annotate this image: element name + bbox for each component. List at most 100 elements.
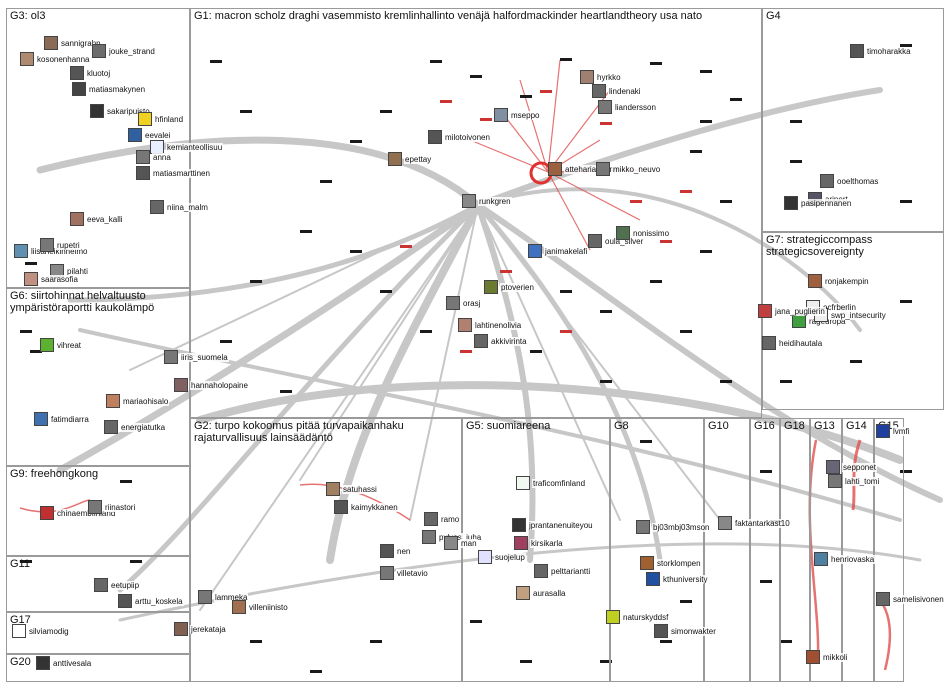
node-arttu-koskela[interactable]: arttu_koskela: [118, 594, 184, 608]
node-jouke-strand[interactable]: jouke_strand: [92, 44, 156, 58]
node-label: lindenaki: [608, 86, 642, 96]
node-storklompen[interactable]: storklompen: [640, 556, 702, 570]
node-label: timoharakka: [866, 46, 912, 56]
node-traficomfinland[interactable]: traficomfinland: [516, 476, 587, 490]
node-ptoverien[interactable]: ptoverien: [484, 280, 535, 294]
avatar: [808, 274, 822, 288]
node-aurasalla[interactable]: aurasalla: [516, 586, 567, 600]
node-jana-puglierin[interactable]: jana_puglierin: [758, 304, 826, 318]
avatar: [762, 336, 776, 350]
node-saarasofia[interactable]: saarasofia: [24, 272, 79, 286]
node-runkgren[interactable]: runkgren: [462, 194, 512, 208]
node-lammeka[interactable]: lammeka: [198, 590, 249, 604]
node-janimakelafi[interactable]: janimakelafi: [528, 244, 589, 258]
node-lvmfi[interactable]: lvmfi: [876, 424, 911, 438]
node-akkivirinta[interactable]: akkivirinta: [474, 334, 528, 348]
node-sakaripuisto[interactable]: sakaripuisto: [90, 104, 151, 118]
node-label: hyrkko: [596, 72, 622, 82]
node-lahtinenolivia[interactable]: lahtinenolivia: [458, 318, 523, 332]
node-simonwakter[interactable]: simonwakter: [654, 624, 717, 638]
node-faktantarkast10[interactable]: faktantarkast10: [718, 516, 791, 530]
node-oula-silver[interactable]: oula_silver: [588, 234, 645, 248]
avatar: [478, 550, 492, 564]
group-g13: G13: [810, 418, 842, 682]
node-label: kaimykkanen: [350, 502, 399, 512]
node-iiris-suomela[interactable]: iiris_suomela: [164, 350, 229, 364]
node-hyrkko[interactable]: hyrkko: [580, 70, 622, 84]
node-pelttariantti[interactable]: pelttariantti: [534, 564, 592, 578]
node-eetupiip[interactable]: eetupiip: [94, 578, 141, 592]
node-vihreat[interactable]: vihreat: [40, 338, 83, 352]
node-liisaheikinheimo[interactable]: liisaheikinheimo: [14, 244, 89, 258]
node-nen[interactable]: nen: [380, 544, 412, 558]
node-sannigrahn[interactable]: sannigrahn: [44, 36, 102, 50]
node-jprantanenuiteyou[interactable]: jprantanenuiteyou: [512, 518, 594, 532]
node-label: kluotoj: [86, 68, 112, 78]
avatar: [636, 520, 650, 534]
node-label: liisaheikinheimo: [30, 246, 89, 256]
node-attehariarjanne[interactable]: attehariarjanne: [548, 162, 620, 176]
node-kirsikarla[interactable]: kirsikarla: [514, 536, 564, 550]
node-label: faktantarkast10: [734, 518, 791, 528]
node-chinaembfinland[interactable]: chinaembfinland: [40, 506, 117, 520]
node-hfinland[interactable]: hfinland: [138, 112, 185, 126]
node-riinastori[interactable]: riinastori: [88, 500, 137, 514]
node-energiatutka[interactable]: energiatutka: [104, 420, 167, 434]
node-fatimdiarra[interactable]: fatimdiarra: [34, 412, 90, 426]
node-nonissimo[interactable]: nonissimo: [616, 226, 671, 240]
node-anna[interactable]: anna: [136, 150, 172, 164]
node-villeniinisto[interactable]: villeniinisto: [232, 600, 289, 614]
node-kosonenhanna[interactable]: kosonenhanna: [20, 52, 91, 66]
node-kluotoj[interactable]: kluotoj: [70, 66, 112, 80]
node-mariaohisalo[interactable]: mariaohisalo: [106, 394, 170, 408]
node-rupetri[interactable]: rupetri: [40, 238, 81, 252]
node-jerekataja[interactable]: jerekataja: [174, 622, 227, 636]
node-kthuniversity[interactable]: kthuniversity: [646, 572, 709, 586]
node-matiasmarttinen[interactable]: matiasmarttinen: [136, 166, 211, 180]
node-hannaholopaine[interactable]: hannaholopaine: [174, 378, 249, 392]
node-epettay[interactable]: epettay: [388, 152, 433, 166]
node-mikko-neuvo[interactable]: mikko_neuvo: [596, 162, 662, 176]
node-label: man: [460, 538, 478, 548]
node-label: matiasmakynen: [88, 84, 147, 94]
node-satuhassi[interactable]: satuhassi: [326, 482, 378, 496]
node-naturskyddsf[interactable]: naturskyddsf: [606, 610, 670, 624]
node-mseppo[interactable]: mseppo: [494, 108, 541, 122]
node-pasipennanen[interactable]: pasipennanen: [784, 196, 853, 210]
node-silviamodig[interactable]: silviamodig: [12, 624, 70, 638]
node-mikkoli[interactable]: mikkoli: [806, 650, 849, 664]
node-niina-malm[interactable]: niina_malm: [150, 200, 209, 214]
node-henriovaska[interactable]: henriovaska: [814, 552, 876, 566]
node-suojelup[interactable]: suojelup: [478, 550, 526, 564]
node-matiasmakynen[interactable]: matiasmakynen: [72, 82, 147, 96]
node-kaimykkanen[interactable]: kaimykkanen: [334, 500, 399, 514]
node-lindenaki[interactable]: lindenaki: [592, 84, 642, 98]
avatar: [462, 194, 476, 208]
node-eevalei[interactable]: eevalei: [128, 128, 172, 142]
node-samelisivonen[interactable]: samelisivonen: [876, 592, 945, 606]
node-pylvas-juha[interactable]: pylvas_juha: [422, 530, 483, 544]
avatar: [70, 66, 84, 80]
node-kemianteollisuu[interactable]: kemianteollisuu: [150, 140, 224, 154]
node-heidihautala[interactable]: heidihautala: [762, 336, 824, 350]
node-milotoivonen[interactable]: milotoivonen: [428, 130, 491, 144]
node-timoharakka[interactable]: timoharakka: [850, 44, 912, 58]
node-label: mikko_neuvo: [612, 164, 662, 174]
node-lahti-tomi[interactable]: lahti_tomi: [828, 474, 881, 488]
node-ramo[interactable]: ramo: [424, 512, 461, 526]
node-anttivesala[interactable]: anttivesala: [36, 656, 93, 670]
node-ronjakempin[interactable]: ronjakempin: [808, 274, 870, 288]
node-label: oula_silver: [604, 236, 645, 246]
node-ooelthomas[interactable]: ooelthomas: [820, 174, 880, 188]
node-bj03mbj03mson[interactable]: bj03mbj03mson: [636, 520, 711, 534]
node-villetavio[interactable]: villetavio: [380, 566, 429, 580]
node-label: hannaholopaine: [190, 380, 249, 390]
node-label: samelisivonen: [892, 594, 945, 604]
node-label: pelttariantti: [550, 566, 592, 576]
node-label: storklompen: [656, 558, 702, 568]
node-man[interactable]: man: [444, 536, 478, 550]
node-liandersson[interactable]: liandersson: [598, 100, 657, 114]
node-eeva-kalli[interactable]: eeva_kalli: [70, 212, 124, 226]
node-orasj[interactable]: orasj: [446, 296, 482, 310]
node-sepponet[interactable]: sepponet: [826, 460, 877, 474]
